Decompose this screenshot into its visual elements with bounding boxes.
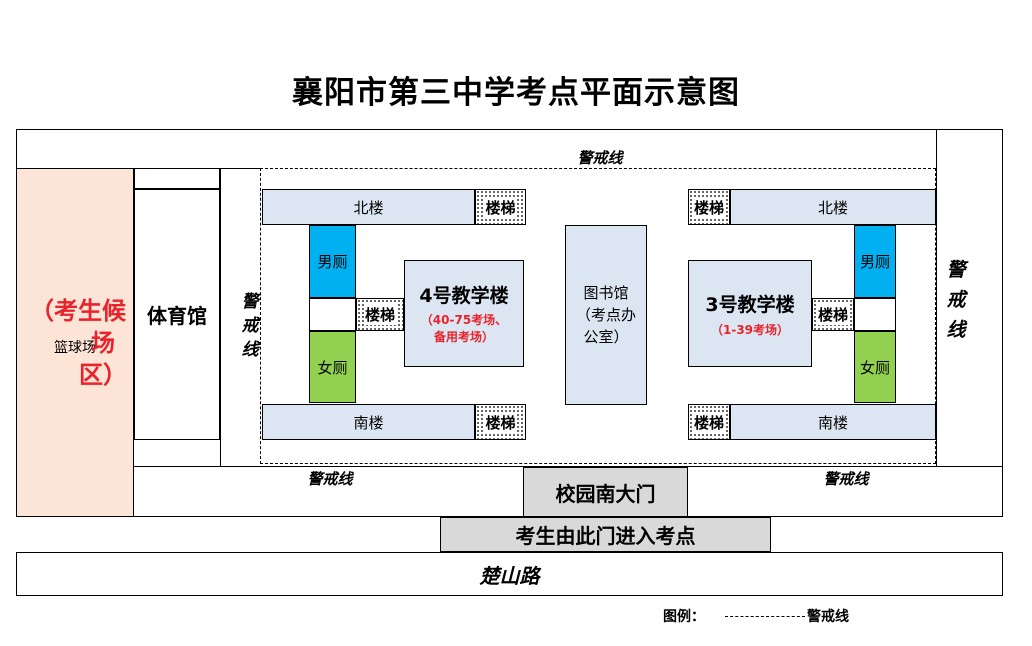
- b4-south-stairs-label: 楼梯: [484, 411, 517, 433]
- guard-line-bottom-right: 警戒线: [823, 469, 869, 488]
- legend: 图例： 警戒线: [663, 604, 903, 628]
- guard-line-boundary: [260, 168, 936, 464]
- b4-north-stairs-label: 楼梯: [484, 196, 517, 218]
- b3-middle-stairs: 楼梯: [812, 298, 854, 331]
- b3-name: 3号教学楼: [705, 293, 795, 316]
- b4-north-stairs: 楼梯: [475, 189, 526, 225]
- south-gate: 校园南大门: [523, 467, 688, 517]
- b4-name: 4号教学楼: [419, 285, 509, 307]
- guard-line-bottom-left: 警戒线: [307, 469, 353, 488]
- b4-middle-stairs-label: 楼梯: [363, 304, 396, 325]
- inner-road-top-line: [220, 168, 260, 169]
- b4-female-wc: 女厕: [309, 331, 356, 403]
- b3-south-stairs: 楼梯: [688, 404, 730, 440]
- b3-north-stairs: 楼梯: [688, 189, 730, 225]
- b3-north-wing: 北楼: [730, 189, 936, 225]
- b3-wc-gap: [854, 298, 896, 331]
- gym: 体育馆: [134, 189, 220, 440]
- b4-south-wing: 南楼: [262, 404, 475, 440]
- library-label: 图书馆（考点办公室）: [575, 284, 636, 346]
- page-title: 襄阳市第三中学考点平面示意图: [292, 74, 740, 111]
- legend-line-label: 警戒线: [807, 609, 849, 625]
- legend-label: 图例：: [663, 609, 705, 625]
- entrance-banner: 考生由此门进入考点: [440, 517, 771, 552]
- b3-rooms: （1-39考场）: [710, 322, 790, 337]
- basketball-label: 篮球场: [54, 339, 96, 356]
- b4-north-wing: 北楼: [262, 189, 475, 225]
- b3-main: 3号教学楼 （1-39考场）: [688, 260, 812, 367]
- guard-line-west: 警戒线: [240, 290, 260, 362]
- b3-south-stairs-label: 楼梯: [692, 411, 725, 433]
- legend-dash-line: [725, 615, 805, 617]
- b3-female-wc: 女厕: [854, 331, 896, 403]
- guard-line-east-text: 警戒线: [946, 259, 966, 341]
- b3-middle-stairs-label: 楼梯: [816, 304, 849, 325]
- b3-male-wc: 男厕: [854, 225, 896, 298]
- b4-main: 4号教学楼 （40-75考场、备用考场）: [404, 260, 524, 367]
- b4-middle-stairs: 楼梯: [356, 298, 404, 331]
- guard-line-west-text: 警戒线: [241, 292, 259, 360]
- b3-north-stairs-label: 楼梯: [692, 196, 725, 218]
- guard-line-east: 警戒线: [944, 255, 968, 345]
- chushan-road: 楚山路: [16, 552, 1003, 596]
- inner-road-border: [134, 168, 936, 467]
- b4-rooms: （40-75考场、备用考场）: [420, 313, 508, 344]
- guard-line-top: 警戒线: [577, 148, 623, 167]
- b3-south-wing: 南楼: [730, 404, 936, 440]
- b4-south-stairs: 楼梯: [475, 404, 526, 440]
- library: 图书馆（考点办公室）: [565, 225, 647, 405]
- b4-male-wc: 男厕: [309, 225, 356, 298]
- gym-top-strip: [134, 168, 220, 189]
- inner-road-left-line: [220, 168, 221, 467]
- basketball-court: 篮球场: [16, 168, 134, 517]
- b4-wc-gap: [309, 298, 356, 331]
- east-strip: [936, 129, 1003, 467]
- waiting-area-note: （考生候场区）: [30, 297, 127, 389]
